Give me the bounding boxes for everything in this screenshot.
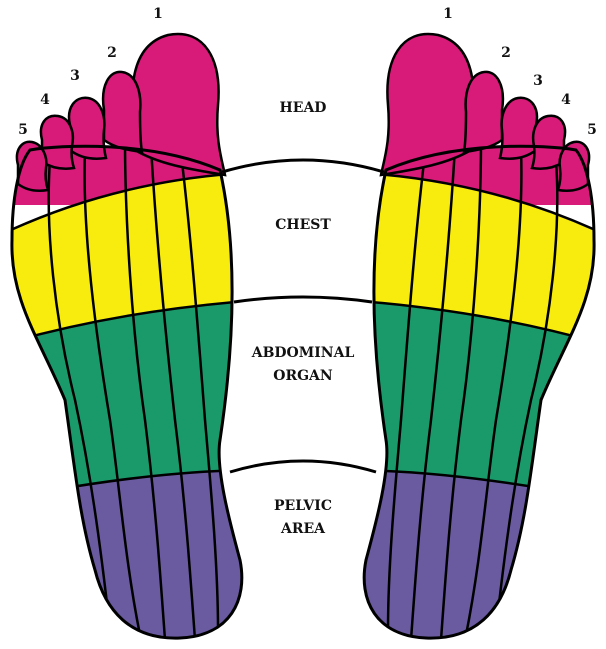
right-big-toe: [381, 34, 474, 175]
right-toe-number-1: 1: [443, 6, 453, 22]
left-toe-2: [103, 72, 142, 152]
left-toe-number-2: 2: [107, 45, 117, 61]
zone-label-organ: ORGAN: [273, 368, 333, 384]
left-toe-number-4: 4: [40, 92, 50, 108]
zone-label-area: AREA: [280, 521, 326, 537]
right-toe-number-5: 5: [587, 122, 597, 138]
right-pelvic-zone: [346, 470, 606, 644]
left-toe-number-1: 1: [153, 6, 163, 22]
right-foot: [346, 34, 606, 644]
zone-divider-arcs: [222, 160, 384, 472]
right-toe-3: [500, 98, 537, 159]
left-foot: [0, 34, 260, 644]
left-toe-number-3: 3: [70, 68, 80, 84]
zone-label-abdominal: ABDOMINAL: [251, 345, 355, 361]
right-toe-number-4: 4: [561, 92, 571, 108]
left-pelvic-zone: [0, 470, 260, 644]
right-toe-number-3: 3: [533, 73, 543, 89]
left-toe-3: [69, 98, 106, 159]
zone-label-head: HEAD: [280, 100, 327, 116]
right-toe-number-2: 2: [501, 45, 511, 61]
zone-label-pelvic: PELVIC: [274, 498, 332, 514]
left-toe-number-5: 5: [18, 122, 28, 138]
zone-label-chest: CHEST: [275, 217, 331, 233]
right-toe-2: [464, 72, 503, 152]
left-big-toe: [132, 34, 225, 175]
